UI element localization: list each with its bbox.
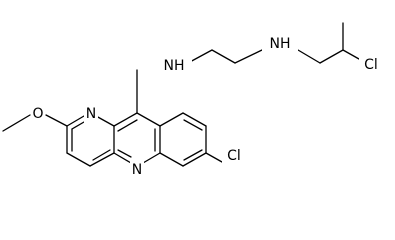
bond-ch2-ch2 — [211, 49, 236, 64]
bond-c3-c4 — [66, 152, 91, 167]
bond-c5a-n5 — [142, 152, 161, 164]
bond-n1-c2-double — [71, 121, 85, 130]
atoms-group: NH NH Cl Cl O N N — [31, 34, 383, 180]
bond-c7-c6 — [182, 152, 207, 167]
amine-label-left: NH — [164, 58, 185, 74]
bond-chcl-cl — [342, 49, 360, 60]
bond-n5-c4a-double — [117, 149, 132, 158]
bond-c10-c9a — [136, 112, 161, 127]
bond-ch2-nh — [234, 49, 263, 64]
amine-label-right: NH — [270, 36, 291, 52]
bond-c4-c4a-double — [92, 149, 111, 161]
chlorine-label-side-chain: Cl — [364, 57, 378, 73]
methoxy-oxygen-label: O — [32, 106, 43, 122]
bond-ch2-chcl — [319, 49, 344, 64]
bond-c4-c4a — [89, 152, 115, 167]
chlorine-label-ring: Cl — [227, 148, 241, 164]
bond-c10a-n1 — [95, 115, 115, 127]
bond-c7-cl — [205, 152, 223, 163]
ring-nitrogen-label-upper: N — [86, 106, 96, 122]
bond-n5-c4a — [113, 152, 132, 164]
bond-c9-c8-double — [183, 119, 203, 131]
bond-methyl-o — [2, 114, 31, 132]
bond-c9-c8 — [182, 112, 207, 127]
structure-drawing: NH NH Cl Cl O N N — [2, 22, 383, 180]
bonds-group — [2, 22, 360, 167]
ring-nitrogen-label-lower: N — [132, 162, 142, 178]
bond-c6-c5a — [159, 152, 184, 167]
bond-c10a-c10 — [113, 112, 138, 127]
bond-c10a-c10-double — [117, 119, 138, 132]
bond-o-c2 — [45, 114, 68, 127]
bond-n1-c2 — [66, 115, 85, 127]
bond-c9a-c9 — [159, 112, 184, 127]
chemical-structure: NH NH Cl Cl O N N — [2, 22, 383, 180]
bond-c7-c6-double — [183, 149, 203, 161]
bond-nh-ch2-b — [297, 49, 321, 64]
